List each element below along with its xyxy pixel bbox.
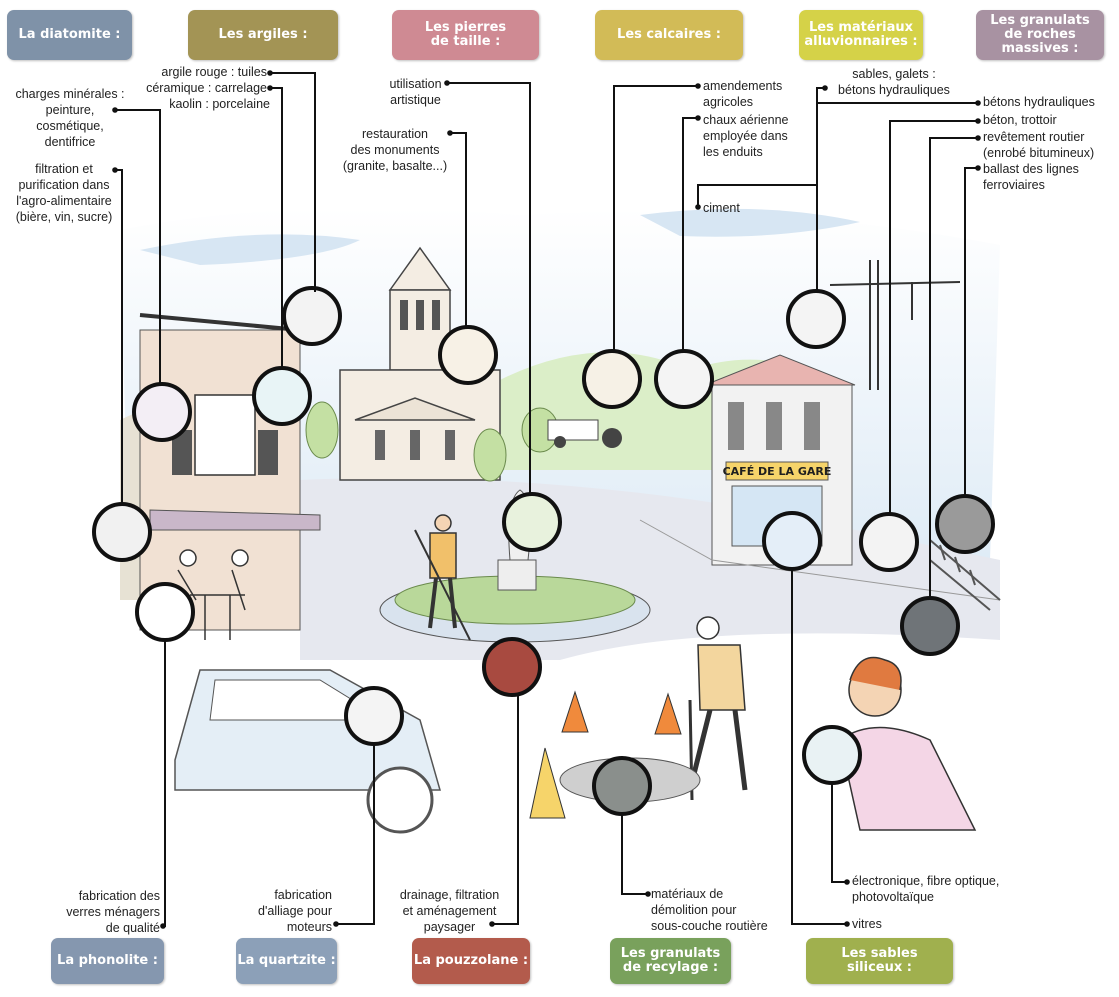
car [174, 669, 441, 834]
label-sables-galets: sables, galets : bétons hydrauliques [838, 67, 950, 97]
kerbstone-icon [859, 512, 919, 572]
header-pouzzolane: La pouzzolane : [412, 938, 530, 984]
label-drainage: drainage, filtration et aménagement pays… [399, 888, 500, 934]
concrete-mixer-icon [786, 289, 846, 349]
label-argile-rouge: argile rouge : tuiles [161, 65, 267, 79]
plaster-bucket-icon [654, 349, 714, 409]
stone-arch-icon [438, 325, 498, 385]
label-filtration: filtration et purification dans l'agro-a… [15, 162, 113, 224]
cafe-sign: CAFÉ DE LA GARE [723, 465, 832, 478]
solar-panel-icon [802, 725, 862, 785]
coffee-filter-icon [92, 502, 152, 562]
wine-bottle-icon [135, 582, 195, 642]
label-demolition: matériaux de démolition pour sous-couche… [651, 887, 768, 933]
label-ciment: ciment [703, 201, 740, 215]
label-revetement-routier: revêtement routier (enrobé bitumineux) [983, 130, 1095, 160]
label-chaux: chaux aérienne employée dans les enduits [703, 113, 789, 159]
label-alliage-moteurs: fabrication d'alliage pour moteurs [258, 888, 332, 934]
header-phonolite: La phonolite : [51, 938, 164, 984]
label-kaolin: kaolin : porcelaine [169, 97, 270, 111]
label-charges-minerales: charges minérales : peinture, cosmétique… [15, 87, 125, 149]
gardener [414, 514, 471, 641]
warning-sign [529, 747, 566, 819]
header-granulats-roches-massives: Les granulats de roches massives : [976, 10, 1104, 60]
floor-tile-icon [252, 366, 312, 426]
label-verres-menagers: fabrication des verres ménagers de quali… [66, 889, 160, 935]
label-restauration: restauration des monuments (granite, bas… [342, 127, 448, 173]
paint-tube-icon [132, 382, 192, 442]
stone-block-icon [502, 492, 562, 552]
label-ballast: ballast des lignes ferroviaires [983, 162, 1079, 192]
pozzolana-gravel-icon [482, 637, 542, 697]
tree [473, 428, 507, 482]
header-pierres-de-taille: Les pierres de taille : [392, 10, 539, 60]
terrace [177, 549, 249, 640]
header-quartzite: La quartzite : [236, 938, 337, 984]
recycled-aggregate-icon [592, 756, 652, 816]
header-calcaires: Les calcaires : [595, 10, 743, 60]
label-utilisation-artistique: utilisation artistique [389, 77, 442, 107]
traffic-cone [654, 692, 682, 735]
label-ceramique: céramique : carrelage [146, 81, 267, 95]
tractor [547, 419, 622, 448]
tree [305, 401, 339, 459]
label-amendements: amendements agricoles [703, 79, 783, 109]
woman-phone [839, 656, 977, 831]
label-vitres: vitres [852, 917, 882, 931]
cafe-building: CAFÉ DE LA GARE [639, 354, 1001, 601]
traffic-cone [561, 690, 589, 733]
lime-heap-icon [582, 349, 642, 409]
header-materiaux-alluvionnaires: Les matériaux alluvionnaires : [799, 10, 923, 60]
label-betons-hydrauliques: bétons hydrauliques [983, 95, 1095, 109]
asphalt-icon [900, 596, 960, 656]
road-worker [687, 616, 748, 801]
label-electronique: électronique, fibre optique, photovoltaï… [852, 874, 1000, 904]
glass-pane-icon [762, 511, 822, 571]
label-beton-trottoir: béton, trottoir [983, 113, 1057, 127]
header-granulats-recyclage: Les granulats de recylage : [610, 938, 731, 984]
header-diatomite: La diatomite : [7, 10, 132, 60]
header-argiles: Les argiles : [188, 10, 338, 60]
engine-block-icon [344, 686, 404, 746]
left-house [139, 313, 321, 631]
header-sables-siliceux: Les sables siliceux : [806, 938, 953, 984]
roof-tile-icon [282, 286, 342, 346]
rail-ballast-icon [935, 494, 995, 554]
